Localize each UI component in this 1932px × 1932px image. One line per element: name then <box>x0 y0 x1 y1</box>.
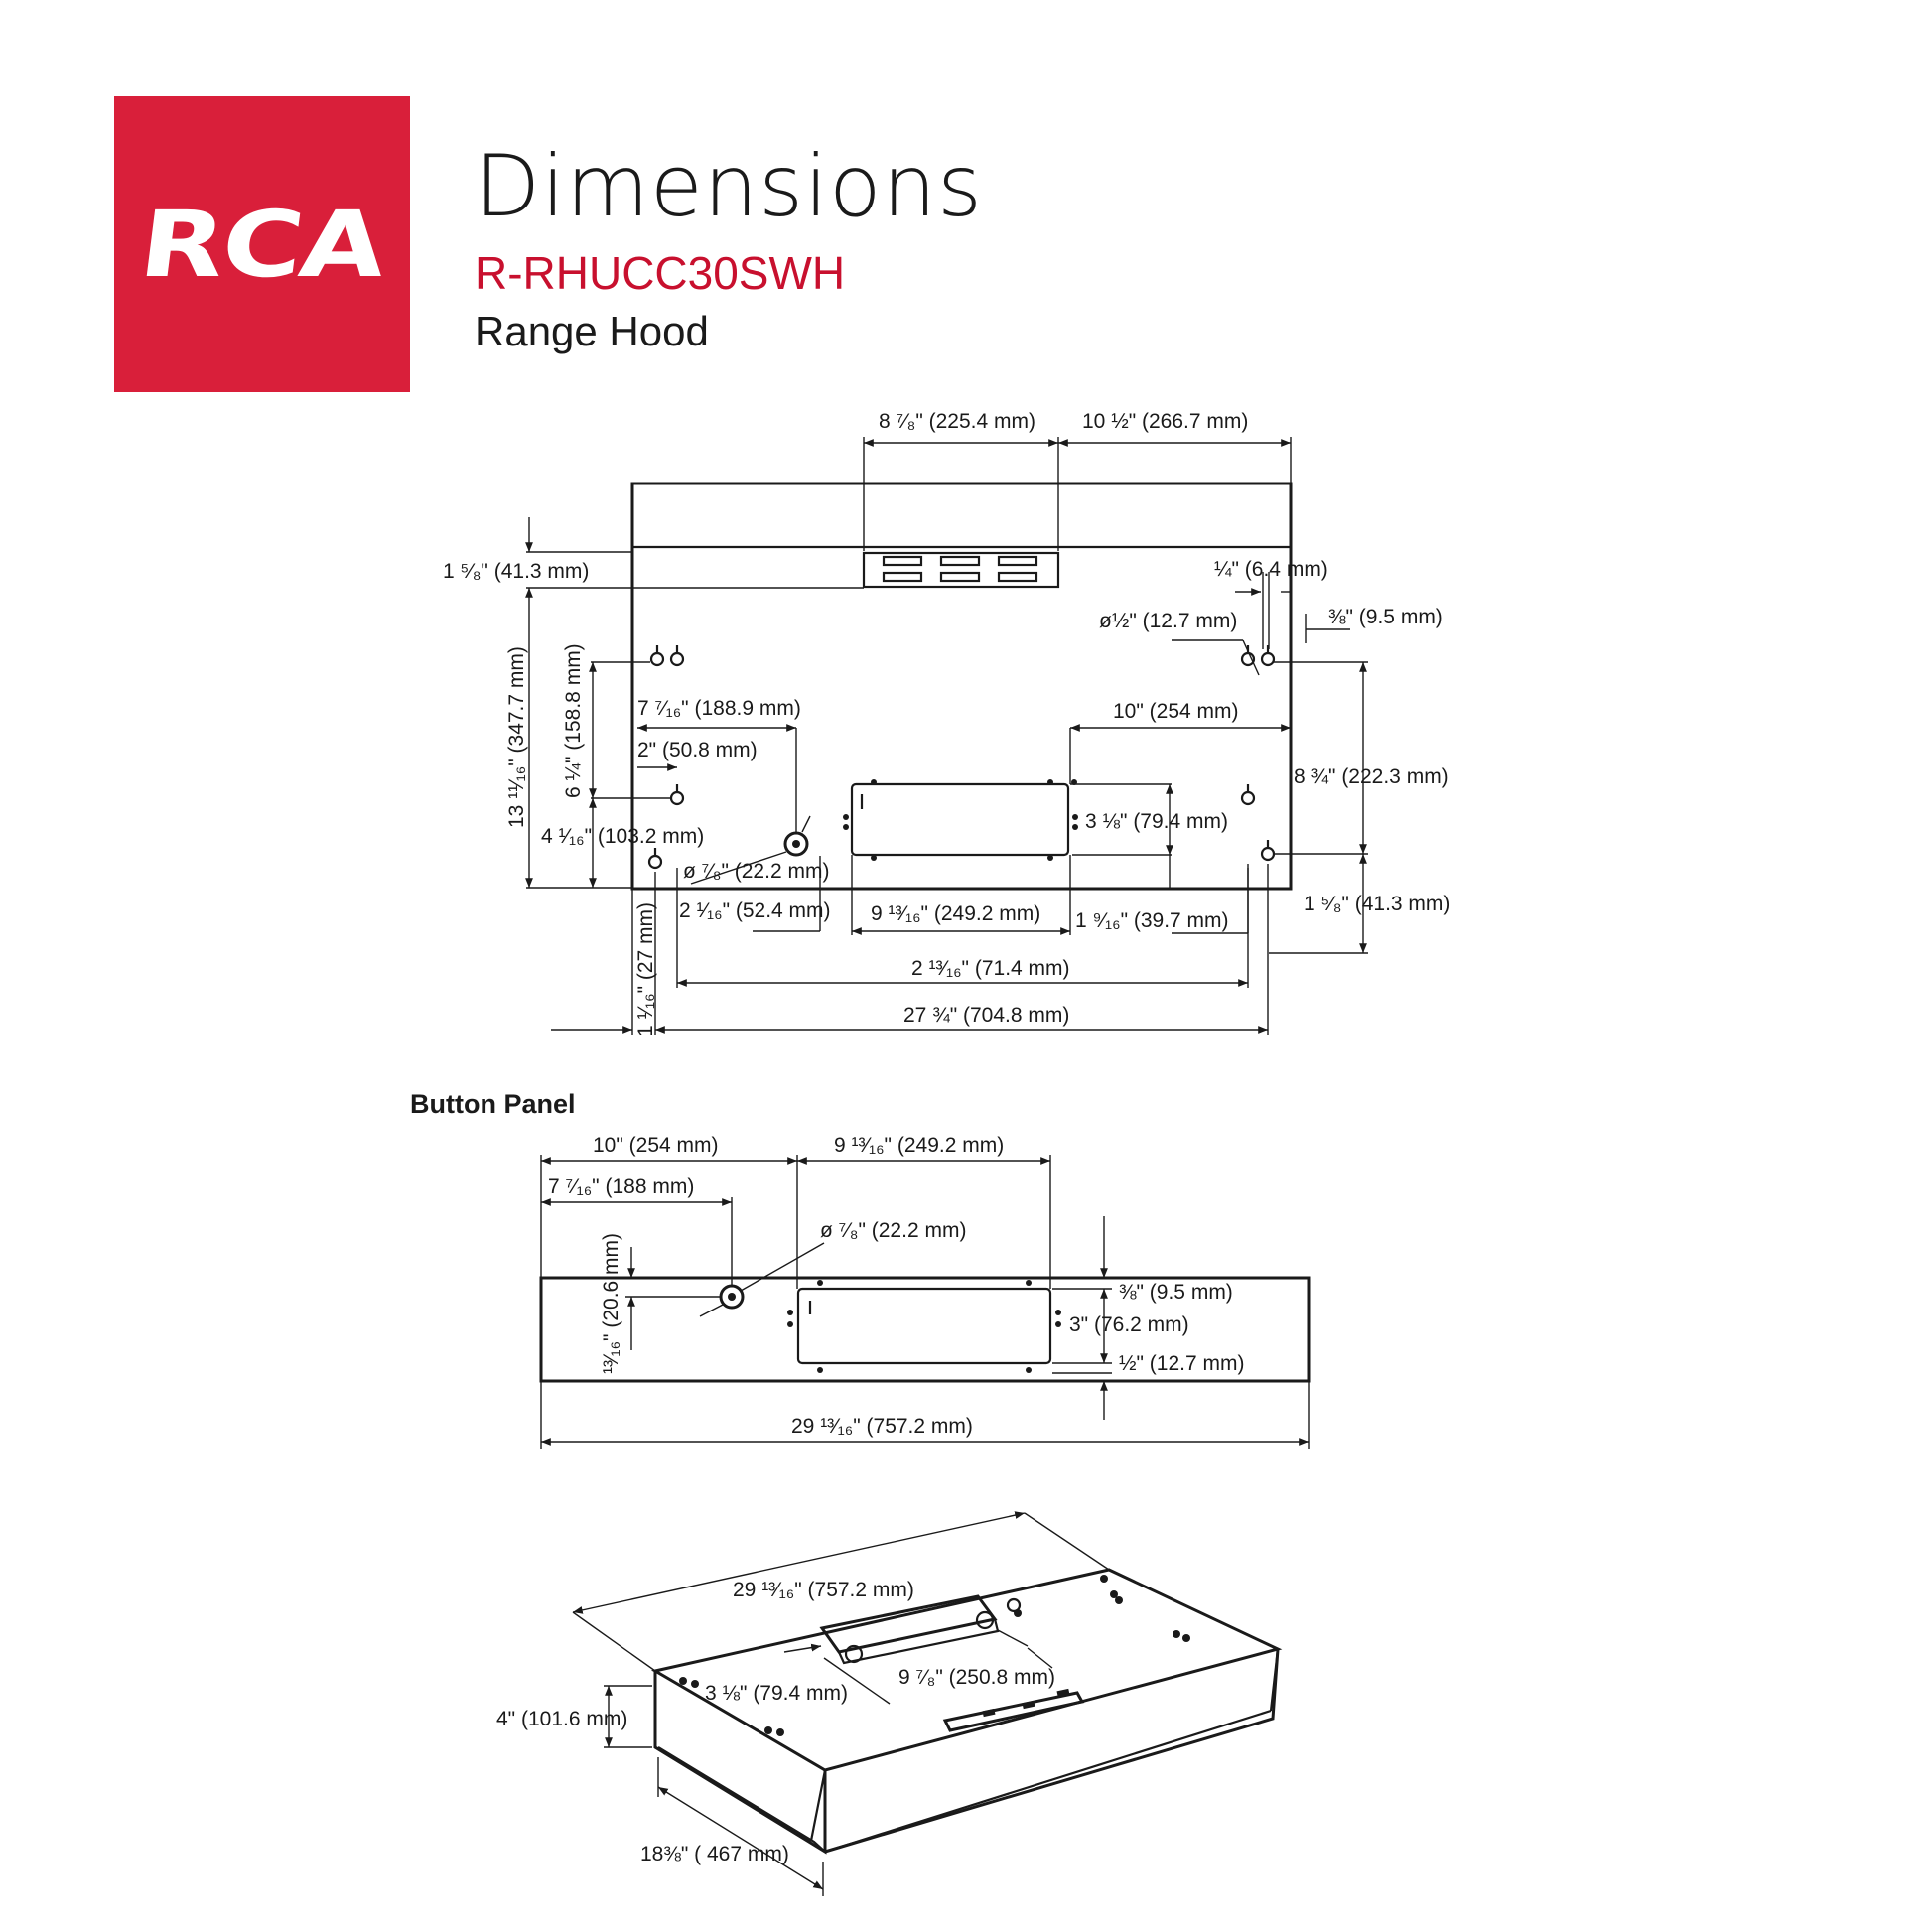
vent-slots <box>882 555 1038 583</box>
dim-one-1-16: 1 ¹⁄₁₆" (27 mm) <box>634 902 657 1036</box>
panel-cutout-dots <box>787 1280 1061 1373</box>
vent-grille <box>862 551 1060 589</box>
dim-top-center: 8 ⁷⁄₈" (225.4 mm) <box>879 410 1035 433</box>
panel-dim-dia: ø ⁷⁄₈" (22.2 mm) <box>820 1219 966 1242</box>
iso-duct-collar <box>819 1594 998 1654</box>
panel-outline <box>539 1276 1311 1383</box>
iso-control-strip <box>942 1691 1085 1732</box>
panel-dim-half: ½" (12.7 mm) <box>1119 1352 1244 1375</box>
keyhole-holes <box>647 645 1276 870</box>
top-view: 8 ⁷⁄₈" (225.4 mm) 10 ½" (266.7 mm) 1 ⁵⁄₈… <box>443 410 1449 1036</box>
dim-right-gap: 1 ⁵⁄₈" (41.3 mm) <box>1304 893 1449 915</box>
dim-height-inner: 6 ¼" (158.8 mm) <box>562 643 585 798</box>
dim-seven-7-16: 7 ⁷⁄₁₆" (188.9 mm) <box>637 697 801 720</box>
panel-dim-three: 3" (76.2 mm) <box>1069 1313 1189 1336</box>
dim-width: 27 ¾" (704.8 mm) <box>903 1004 1069 1027</box>
iso-dim-height: 4" (101.6 mm) <box>496 1708 627 1730</box>
dim-top-right: 10 ½" (266.7 mm) <box>1082 410 1248 433</box>
rca-logo: RCA <box>114 96 410 392</box>
iso-dim-three-1-8: 3 ⅛" (79.4 mm) <box>705 1682 848 1705</box>
panel-dim-width: 29 ¹³⁄₁₆" (757.2 mm) <box>791 1415 973 1438</box>
cutout-rectangle <box>850 782 1070 857</box>
dim-four-1-16: 4 ¹⁄₁₆" (103.2 mm) <box>541 825 704 848</box>
dim-hole-dia: ø½" (12.7 mm) <box>1099 610 1237 632</box>
dim-eight-3-4: 8 ¾" (222.3 mm) <box>1294 765 1449 788</box>
panel-dim-thirteen-16: ¹³⁄₁₆" (20.6 mm) <box>600 1233 622 1374</box>
dim-ten: 10" (254 mm) <box>1113 700 1239 723</box>
dim-knock-dia: ø ⁷⁄₈" (22.2 mm) <box>683 860 829 883</box>
iso-dim-nine-7-8: 9 ⁷⁄₈" (250.8 mm) <box>898 1666 1055 1689</box>
product-name: Range Hood <box>475 308 709 354</box>
dim-two-13-16: 2 ¹³⁄₁₆" (71.4 mm) <box>911 957 1070 980</box>
dim-height-total: 13 ¹¹⁄₁₆" (347.7 mm) <box>505 646 528 828</box>
page-title: Dimensions <box>475 137 983 236</box>
dim-quarter: ¼" (6.4 mm) <box>1214 558 1328 581</box>
dim-one-9-16: 1 ⁹⁄₁₆" (39.7 mm) <box>1075 909 1229 932</box>
iso-dim-depth: 18⅜" ( 467 mm) <box>640 1843 789 1865</box>
model-number: R-RHUCC30SWH <box>475 247 846 299</box>
panel-dim-nine-13-16: 9 ¹³⁄₁₆" (249.2 mm) <box>834 1134 1004 1157</box>
panel-dim-three-eighths: ⅜" (9.5 mm) <box>1119 1281 1233 1304</box>
panel-dim-seven-7-16: 7 ⁷⁄₁₆" (188 mm) <box>548 1175 694 1198</box>
dim-two: 2" (50.8 mm) <box>637 739 758 761</box>
cutout-dots <box>843 779 1078 861</box>
button-panel-label: Button Panel <box>410 1089 576 1119</box>
dim-two-1-16: 2 ¹⁄₁₆" (52.4 mm) <box>679 899 831 922</box>
button-panel-view: 10" (254 mm) 9 ¹³⁄₁₆" (249.2 mm) 7 ⁷⁄₁₆"… <box>539 1134 1311 1449</box>
panel-cutout <box>796 1287 1052 1365</box>
dim-three-eighths: ⅜" (9.5 mm) <box>1328 606 1443 628</box>
dim-left-gap: 1 ⁵⁄₈" (41.3 mm) <box>443 560 589 583</box>
panel-dim-ten: 10" (254 mm) <box>593 1134 719 1157</box>
dim-nine-13-16: 9 ¹³⁄₁₆" (249.2 mm) <box>871 902 1040 925</box>
hood-outline <box>630 482 1293 891</box>
isometric-view: 29 ¹³⁄₁₆" (757.2 mm) 3 ⅛" (79.4 mm) 9 ⁷⁄… <box>496 1511 1283 1896</box>
iso-dim-width: 29 ¹³⁄₁₆" (757.2 mm) <box>733 1579 914 1601</box>
dim-three-1-8: 3 ⅛" (79.4 mm) <box>1085 810 1228 833</box>
